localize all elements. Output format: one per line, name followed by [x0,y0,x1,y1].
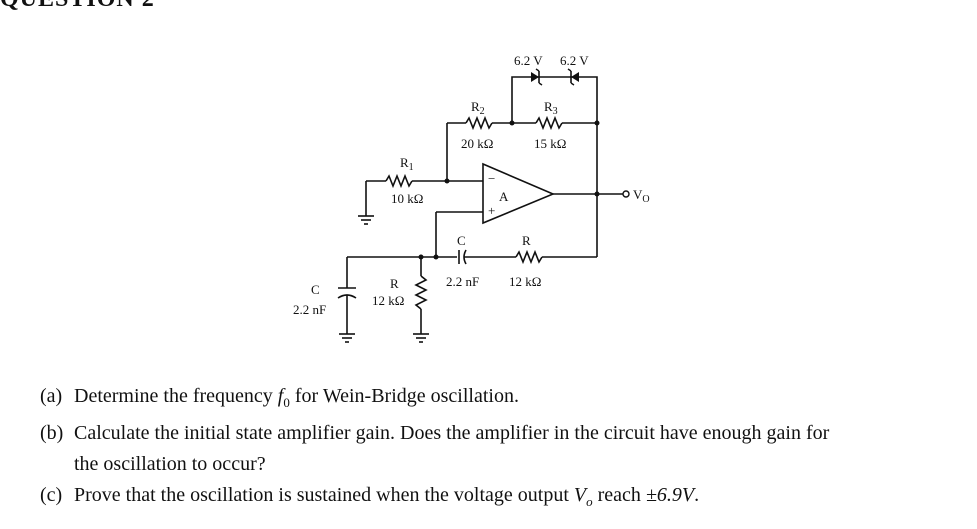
c-shunt-name: C [311,282,320,297]
resistor-series [515,249,543,265]
question-a-text: Determine the frequency f0 for Wein-Brid… [74,385,519,410]
resistor-r3 [535,115,563,131]
question-b: (b) Calculate the initial state amplifie… [40,418,970,449]
r-shunt-value: 12 kΩ [372,293,404,308]
output-label: VO [633,187,650,205]
r2-name: R2 [471,99,485,117]
question-a-letter: (a) [40,385,63,407]
opamp-symbol [482,162,556,225]
question-b-letter: (b) [40,422,64,444]
question-list: (a) Determine the frequency f0 for Wein-… [40,381,970,517]
resistor-r1 [385,173,413,189]
resistor-shunt [414,275,428,310]
ground-symbol-c-shunt [339,333,355,343]
question-a: (a) Determine the frequency f0 for Wein-… [40,381,970,418]
c-series-name: C [457,233,466,248]
c-series-value: 2.2 nF [446,274,479,289]
zener-diode-pair [511,68,598,123]
zener1-label: 6.2 V [514,53,543,68]
question-c: (c) Prove that the oscillation is sustai… [40,480,970,517]
c-shunt-value: 2.2 nF [293,302,326,317]
r1-value: 10 kΩ [391,191,423,206]
wien-bridge-circuit-diagram: 6.2 V 6.2 V R2 20 kΩ R3 15 kΩ − A + VO R… [293,53,650,343]
r-series-value: 12 kΩ [509,274,541,289]
question-heading: QUESTION 2 [0,0,155,13]
question-b-text: Calculate the initial state amplifier ga… [74,422,830,444]
question-c-text: Prove that the oscillation is sustained … [74,484,700,509]
r3-name: R3 [544,99,558,117]
resistor-r2 [465,115,493,131]
r2-value: 20 kΩ [461,136,493,151]
question-b-continuation: the oscillation to occur? [74,453,266,475]
zener2-label: 6.2 V [560,53,589,68]
opamp-label: A [499,189,509,204]
question-c-letter: (c) [40,484,63,506]
r1-name: R1 [400,155,414,173]
ground-symbol-r-shunt [413,333,429,343]
opamp-plus: + [488,203,495,218]
r-series-name: R [522,233,531,248]
r-shunt-name: R [390,276,399,291]
opamp-minus: − [488,171,495,186]
r3-value: 15 kΩ [534,136,566,151]
ground-symbol-r1 [358,215,374,225]
